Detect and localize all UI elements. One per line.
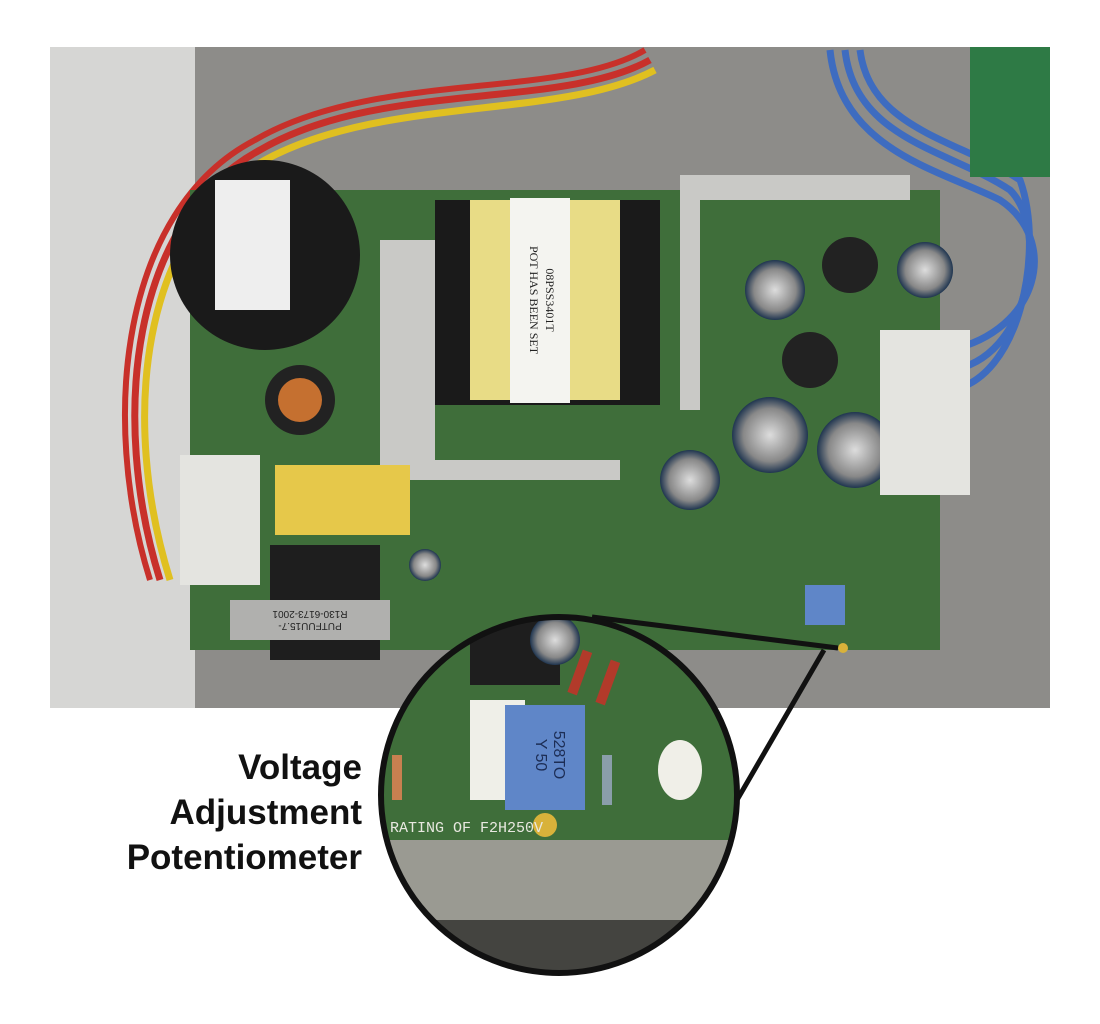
sticker-text: 08PSS3401TPOT HAS BEEN SET [527,246,557,355]
capacitor-label [215,180,290,310]
enclosure-wall [50,47,195,708]
red-wire-2 [122,47,647,581]
input-connector [180,455,260,585]
blue-wires [826,49,1038,394]
board-rating-text: RATING OF F2H250V [390,820,543,837]
heatsink-2 [680,175,910,410]
pot-marking: 528TOY 50 [532,731,567,780]
callout-line-2: Adjustment [169,793,363,832]
transformer-sticker [510,198,570,403]
adjustment-screw [533,813,557,837]
red-wire [131,56,652,582]
side-board [970,47,1050,177]
x-capacitor [275,465,410,535]
heatsink [380,240,620,480]
callout-line-1: Voltage [238,748,362,787]
output-connector [880,330,970,495]
choke-marking: PUTFUU15.7-R130-6173-2001 [272,608,347,631]
potentiometer-zoomed [505,705,585,810]
callout-line-top [591,614,839,651]
magnifier-ring [378,614,740,976]
callout-label: Voltage Adjustment Potentiometer [127,745,362,880]
callout-line-bottom [734,648,827,802]
callout-line-3: Potentiometer [126,838,362,877]
potentiometer-small [805,585,845,625]
